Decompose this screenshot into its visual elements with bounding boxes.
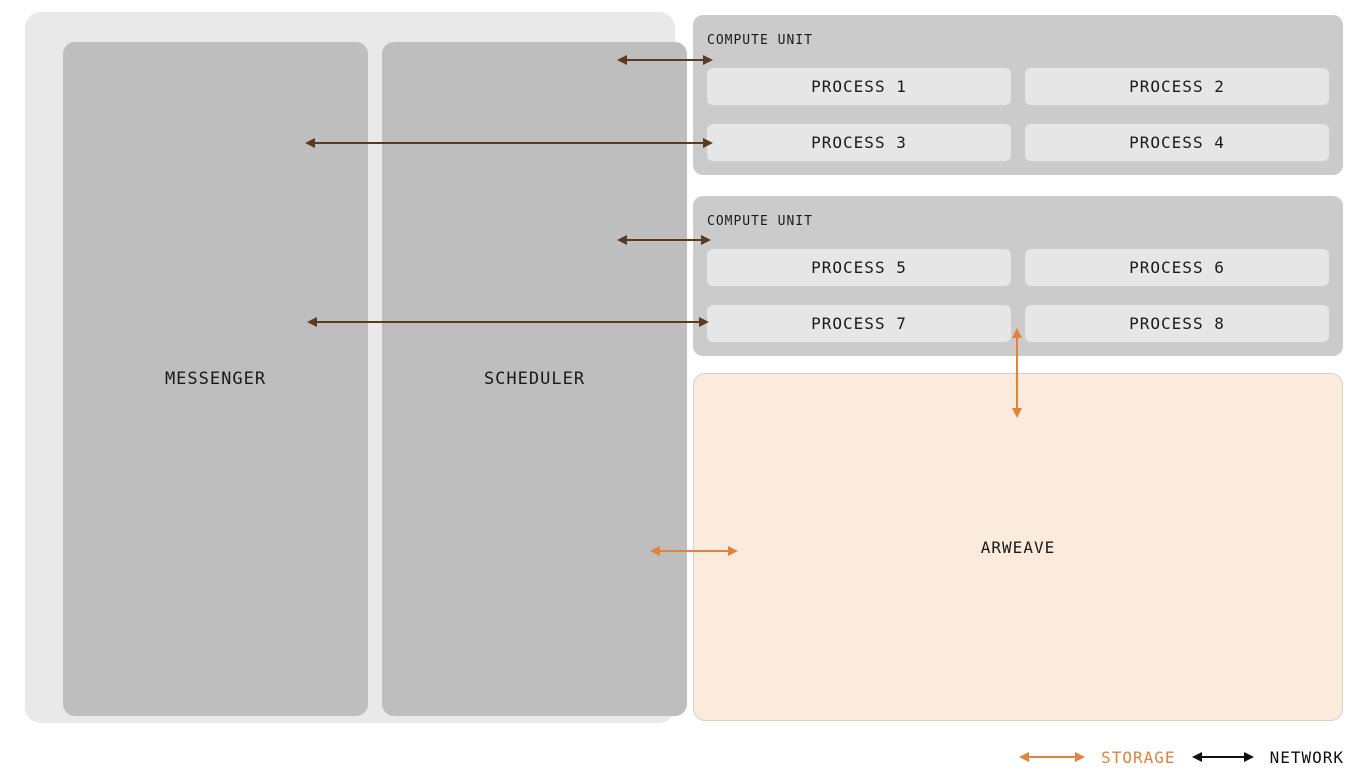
storage-arrow bbox=[1012, 328, 1022, 418]
network-arrow bbox=[307, 317, 709, 327]
process-box: PROCESS 6 bbox=[1025, 249, 1329, 286]
process-box: PROCESS 3 bbox=[707, 124, 1011, 161]
arweave-label: ARWEAVE bbox=[980, 537, 1056, 557]
arweave-box: ARWEAVE bbox=[693, 373, 1343, 721]
process-box: PROCESS 4 bbox=[1025, 124, 1329, 161]
messenger-panel: MESSENGER bbox=[63, 42, 368, 716]
storage-arrow bbox=[650, 546, 738, 556]
network-arrow bbox=[617, 55, 713, 65]
network-arrow bbox=[617, 235, 711, 245]
scheduler-panel: SCHEDULER bbox=[382, 42, 687, 716]
process-box: PROCESS 1 bbox=[707, 68, 1011, 105]
legend-storage-label: STORAGE bbox=[1101, 747, 1176, 767]
process-box: PROCESS 7 bbox=[707, 305, 1011, 342]
legend: STORAGE NETWORK bbox=[1017, 744, 1344, 770]
message-layer-container: MESSENGER SCHEDULER bbox=[25, 12, 687, 723]
process-box: PROCESS 2 bbox=[1025, 68, 1329, 105]
process-box: PROCESS 5 bbox=[707, 249, 1011, 286]
compute-unit-1: COMPUTE UNIT PROCESS 1 PROCESS 2 PROCESS… bbox=[693, 15, 1343, 175]
compute-unit-2-label: COMPUTE UNIT bbox=[707, 214, 813, 229]
process-box: PROCESS 8 bbox=[1025, 305, 1329, 342]
scheduler-label: SCHEDULER bbox=[483, 369, 586, 389]
network-arrow bbox=[305, 138, 713, 148]
messenger-label: MESSENGER bbox=[164, 369, 267, 389]
compute-unit-1-label: COMPUTE UNIT bbox=[707, 33, 813, 48]
legend-network-arrow-icon bbox=[1191, 752, 1254, 762]
legend-network-label: NETWORK bbox=[1269, 747, 1344, 767]
legend-storage-arrow-icon bbox=[1019, 752, 1086, 762]
